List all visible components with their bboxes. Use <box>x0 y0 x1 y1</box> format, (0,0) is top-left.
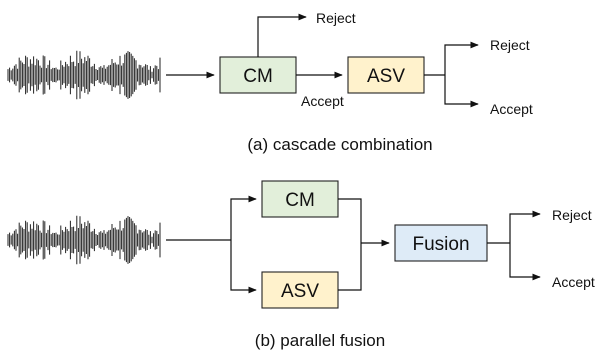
waveform-icon <box>7 215 161 265</box>
caption-cascade: (a) cascade combination <box>247 135 432 154</box>
edge-asv-reject <box>444 41 479 75</box>
cm-reject-label: Reject <box>316 10 356 26</box>
cm-block-label: CM <box>243 66 273 87</box>
asv-block <box>347 56 425 94</box>
panel-cascade: CM Reject Accept ASV Reject Accept (a) c… <box>7 10 533 154</box>
cm-block-parallel <box>261 180 339 218</box>
fusion-reject-label: Reject <box>552 207 592 223</box>
fusion-block-label: Fusion <box>412 234 469 255</box>
cm-accept-label: Accept <box>301 93 344 109</box>
edge-fusion-reject <box>509 210 541 243</box>
edge-cm-reject <box>257 13 307 57</box>
asv-block-parallel <box>261 271 339 309</box>
edge-asv-accept <box>444 75 479 108</box>
asv-reject-label: Reject <box>490 37 530 53</box>
edge-split-to-asv <box>230 240 257 294</box>
asv-accept-label: Accept <box>490 101 533 117</box>
asv-block-label: ASV <box>367 66 405 87</box>
edge-fusion-accept <box>509 243 541 281</box>
asv-block-parallel-label: ASV <box>281 281 319 302</box>
cm-block-parallel-label: CM <box>285 190 315 211</box>
panel-parallel: CM ASV Fusion Reject Accept (b) parallel… <box>7 180 595 350</box>
fusion-block <box>394 224 488 262</box>
caption-parallel: (b) parallel fusion <box>255 331 385 350</box>
fusion-accept-label: Accept <box>552 274 595 290</box>
edge-merge <box>338 198 362 291</box>
edge-split-to-cm <box>230 195 257 240</box>
waveform-icon <box>7 50 161 100</box>
